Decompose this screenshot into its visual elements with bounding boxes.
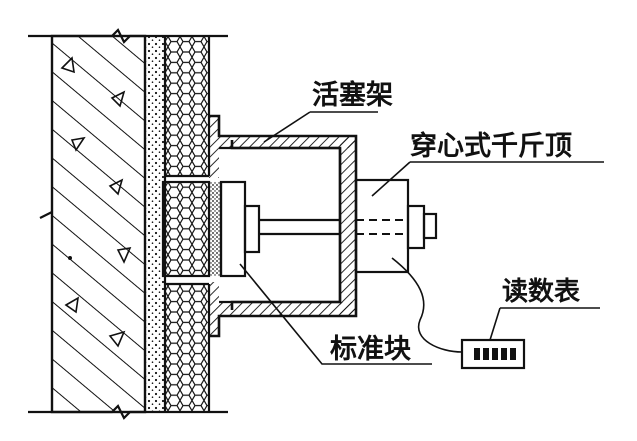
hollow-jack (354, 178, 438, 274)
label-standard-block: 标准块 (330, 334, 412, 365)
piston-frame (209, 114, 358, 338)
label-piston-frame: 活塞架 (312, 79, 393, 111)
label-gauge: 读数表 (502, 277, 581, 307)
test-sample (161, 180, 223, 278)
label-hollow-jack: 穿心式千斤顶 (410, 130, 572, 162)
standard-block (219, 180, 261, 278)
leader-lines (239, 111, 604, 365)
concrete-wall (50, 34, 147, 414)
gauge (391, 257, 526, 370)
pull-rod (259, 218, 408, 236)
